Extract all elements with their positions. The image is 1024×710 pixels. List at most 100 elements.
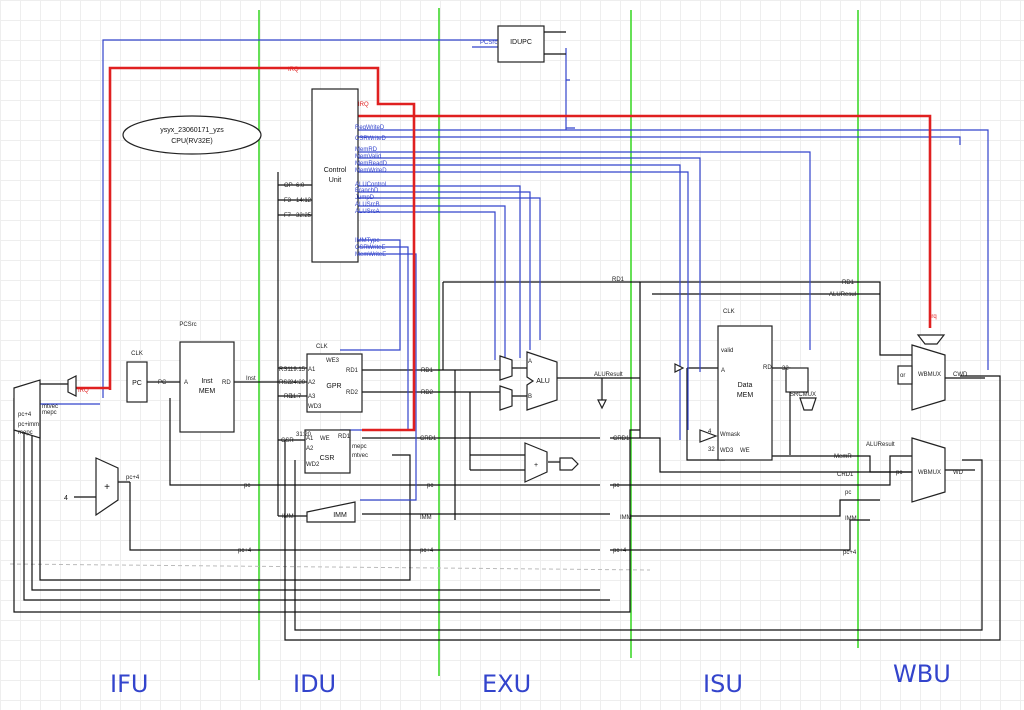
bus-pc4-4: pc+4: [843, 550, 857, 556]
bus-cwd: CWD: [953, 372, 968, 378]
data-mem-a: A: [721, 368, 725, 374]
bus-pc4-2: pc+4: [420, 548, 434, 554]
wbmux-label-2: WBMUX: [918, 470, 941, 476]
bus-rd-dst: RD: [284, 394, 293, 400]
bus-crd1-2: CRD1: [613, 436, 630, 442]
control-unit: Control Unit: [311, 88, 359, 263]
data-mem-label-2: MEM: [737, 392, 754, 399]
sig-f3-bits: 14:12: [296, 198, 312, 204]
bus-crd1: CRD1: [420, 436, 437, 442]
imm-block: IMM: [306, 501, 356, 523]
sig-op: OP: [284, 183, 293, 189]
title-oval: ysyx_23060171_yzs CPU(RV32E): [122, 115, 262, 155]
data-mem-rd: RD: [763, 365, 772, 371]
gpr-we3: WE3: [326, 358, 340, 364]
irq-label-1: IRQ: [288, 67, 299, 73]
sig-f7-bits: 32:25: [296, 213, 312, 219]
stage-label-exu: EXU: [482, 670, 531, 698]
sig-memwrite: MemWriteD: [355, 168, 387, 174]
idupc-block: IDUPC: [497, 25, 566, 63]
bus-srcmux: SRCMUX: [790, 392, 816, 398]
pc-adder: + 4 pc+4: [64, 457, 140, 517]
alu-src-muxes: [499, 355, 513, 411]
bus-wd: WD: [953, 470, 964, 476]
gpr-a3: A3: [308, 394, 316, 400]
csr-we: WE: [320, 436, 330, 442]
csr-wd2: WD2: [306, 462, 320, 468]
data-wires: [13, 172, 1001, 641]
idupc-label: IDUPC: [510, 39, 532, 46]
bus-csr-bits: 31:20: [296, 432, 312, 438]
bus-csr: CSR: [281, 438, 294, 444]
sig-branch: BranchD: [355, 188, 379, 194]
control-unit-label-1: Control: [324, 167, 347, 174]
bus-aluresul: ALUResul: [829, 292, 856, 298]
control-unit-label-2: Unit: [329, 177, 342, 184]
sig-memwrite2: MemWriteE: [355, 252, 386, 258]
bus-rd1-top: RD1: [612, 277, 625, 283]
irq-wires: [72, 66, 932, 432]
pc-label: PC: [132, 380, 142, 387]
dashed-guide: [9, 563, 651, 571]
control-signal-labels: IRQ IRQ IRQ irq PCSrc RegWriteD CSRWrite…: [78, 40, 937, 394]
data-mem-we: WE: [740, 448, 750, 454]
irq-label-wbu: irq: [930, 314, 937, 320]
inst-mem-label-1: Inst: [201, 378, 212, 385]
bus-wd-pc: pc: [896, 470, 902, 476]
bus-rd1-wbu: RD1: [842, 280, 855, 286]
bus-mtvec: mtvec: [42, 404, 58, 410]
inst-mem-block: Inst MEM A RD Inst: [179, 341, 256, 433]
title-line1: ysyx_23060171_yzs: [160, 127, 224, 134]
pcsrc-signal: PCSrc: [480, 40, 497, 46]
bus-memr: MemR: [834, 454, 852, 460]
bus-pc4-ifu: pc+4: [18, 412, 32, 418]
imm-label: IMM: [333, 512, 347, 519]
adder-out: pc+4: [126, 475, 140, 481]
stage-label-wbu: WBU: [893, 660, 951, 688]
bus-pc-3: pc: [613, 483, 619, 489]
inst-label: Inst: [246, 376, 256, 382]
bus-aluresult-wbu: ALUResult: [866, 442, 895, 448]
exu-adder: +: [524, 442, 579, 483]
csr-label: CSR: [320, 455, 335, 462]
gpr-wd3: WD3: [308, 404, 322, 410]
bus-mepc: mepc: [42, 410, 57, 416]
sig-f7: F7: [284, 213, 292, 219]
bus-imm-3: IMM: [845, 516, 857, 522]
csr-mtvec: mtvec: [352, 453, 368, 459]
irq-label-2: IRQ: [358, 102, 369, 108]
alu-label: ALU: [536, 378, 550, 385]
pcsrc-label: PCSrc: [179, 322, 196, 328]
adder-plus: +: [104, 482, 110, 493]
bus-pc4-3: pc+4: [613, 548, 627, 554]
sig-f3: F3: [284, 198, 292, 204]
csr-a2: A2: [306, 446, 314, 452]
sig-memrd: MemRD: [355, 147, 378, 153]
bus-mask4: 4: [708, 429, 712, 435]
bus-imm: IMM: [420, 515, 432, 521]
bus-pc-ifu: PC: [158, 380, 167, 386]
data-mem-wd3: WD3: [720, 448, 734, 454]
bus-crd1-3: CRD1: [837, 472, 854, 478]
adder-const: 4: [64, 495, 68, 502]
sig-alusrca: ALUSrcA: [355, 209, 380, 215]
bus-x32: 32: [782, 366, 789, 372]
bus-rs1-bits: 19:15: [290, 367, 306, 373]
irq-label-ifu: IRQ: [78, 388, 89, 394]
gpr-clk: CLK: [316, 344, 328, 350]
inst-mem-label-2: MEM: [199, 388, 216, 395]
stage-label-isu: ISU: [703, 670, 743, 698]
sig-memread: MemReadD: [355, 161, 388, 167]
sig-alusrcb: ALUSrcB: [355, 202, 380, 208]
title-line2: CPU(RV32E): [171, 138, 213, 145]
gpr-rd2: RD2: [346, 390, 359, 396]
bus-rs2: RS2: [279, 380, 291, 386]
data-mem-clk: CLK: [723, 309, 735, 315]
bus-rs1: RS1: [279, 367, 291, 373]
csr-block: CSR A1 A2 WD2 WE RD1 mepc mtvec: [304, 429, 368, 474]
bus-rd2: RD2: [421, 390, 434, 396]
gpr-rd1: RD1: [346, 368, 359, 374]
sig-aluctrl: ALUControl: [355, 182, 386, 188]
exu-adder-plus: +: [534, 462, 538, 469]
control-wires: [40, 39, 989, 501]
